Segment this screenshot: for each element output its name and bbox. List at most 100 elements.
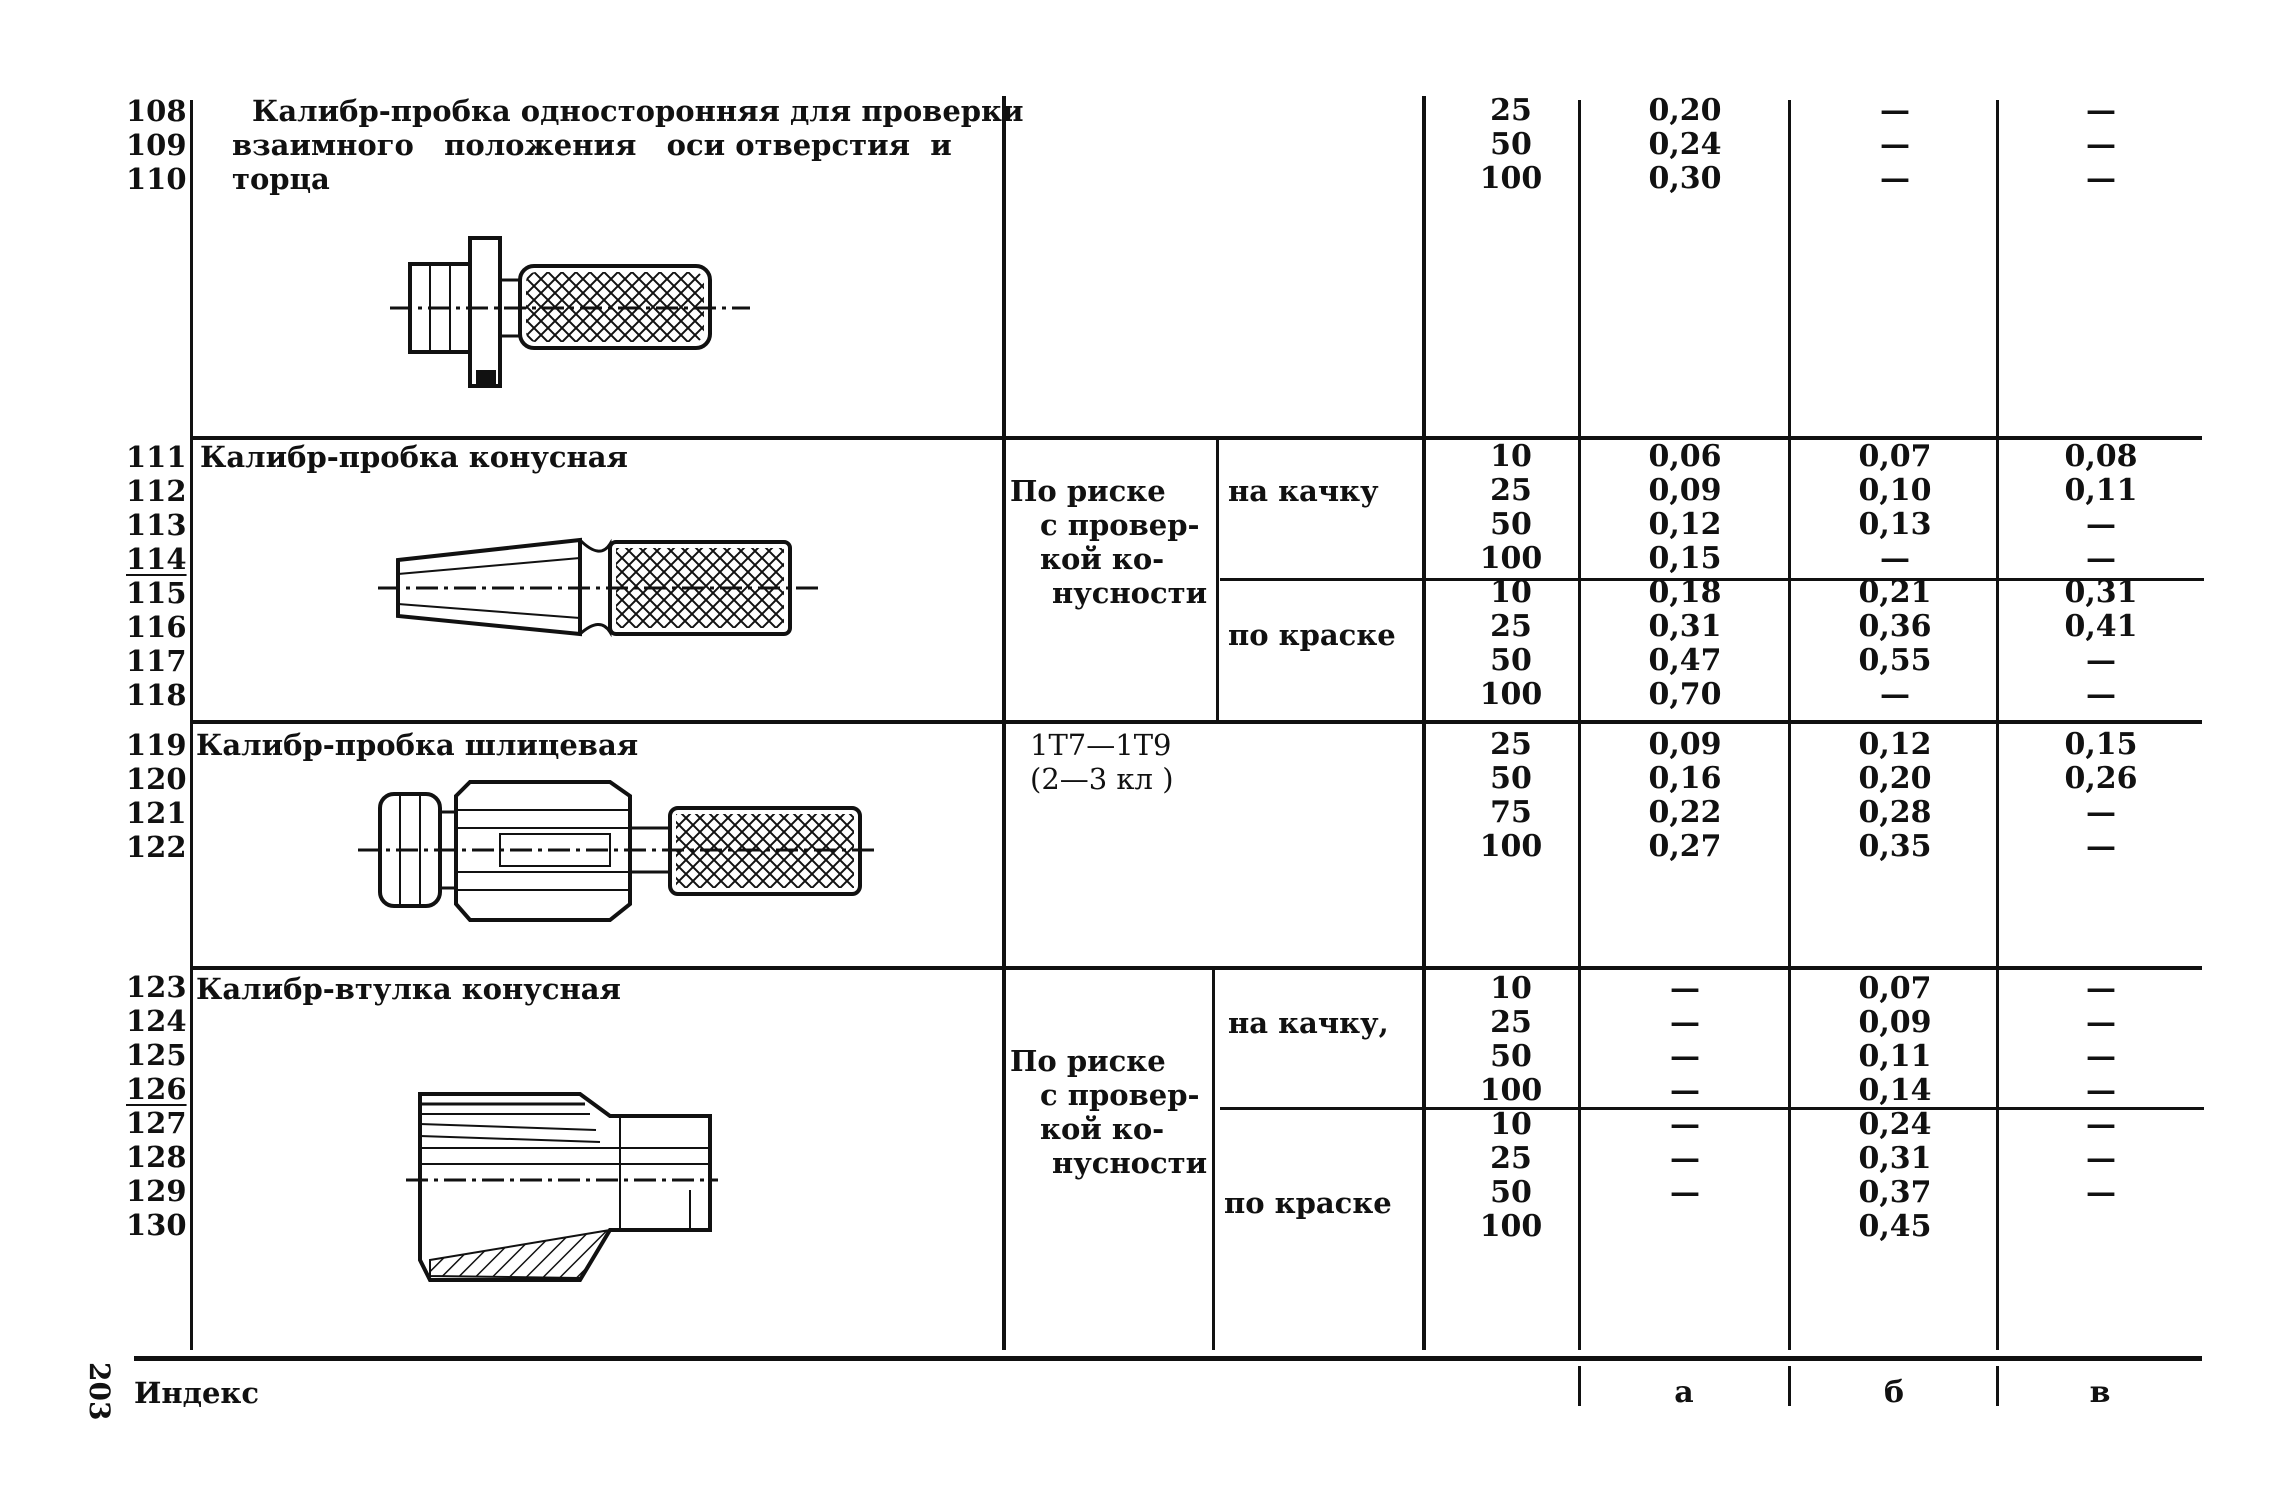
b-cell: 0,14 <box>1858 1073 1932 1108</box>
index-cell: 117 <box>126 644 187 678</box>
num-cell: 10 <box>1490 575 1532 610</box>
v-cell: — <box>2086 829 2116 864</box>
a-border <box>1578 100 1581 1350</box>
row-2-col-a: 0,06 0,09 0,12 0,15 0,18 0,31 0,47 0,70 <box>1620 440 1750 712</box>
a-cell: 0,16 <box>1648 761 1722 796</box>
b-cell: 0,28 <box>1858 795 1932 830</box>
a-cell: — <box>1670 1141 1700 1176</box>
v-cell: — <box>2086 161 2116 196</box>
row-1-col-b: — — — <box>1830 94 1960 196</box>
row-2-sub: на качку <box>1228 474 1379 508</box>
row-separator-3 <box>190 720 2202 724</box>
row-4-indices: 119 120 121 122 <box>126 728 187 864</box>
b-cell: 0,37 <box>1858 1175 1932 1210</box>
num-cell: 100 <box>1479 829 1543 864</box>
row-separator-2 <box>190 436 2202 440</box>
row-1-nums: 25 50 100 <box>1446 94 1576 196</box>
plug-gauge-one-sided-drawing <box>390 236 750 388</box>
index-cell: 114 <box>126 542 187 576</box>
footer-separator <box>134 1356 2202 1361</box>
row-1-indices: 108 109 110 <box>126 94 187 196</box>
index-cell: 121 <box>126 796 187 830</box>
index-cell: 119 <box>126 728 187 762</box>
footer-tick-b <box>1788 1366 1791 1406</box>
index-cell: 124 <box>126 1004 187 1038</box>
a-cell: — <box>1670 1005 1700 1040</box>
v-cell: — <box>2086 1141 2116 1176</box>
row-5-col-v: — — — — — — — <box>2036 972 2166 1244</box>
spline-plug-gauge-drawing <box>358 780 880 922</box>
v-cell: 0,31 <box>2064 575 2138 610</box>
row-4-col-a: 0,09 0,16 0,22 0,27 <box>1620 728 1750 864</box>
num-cell: 50 <box>1490 1175 1532 1210</box>
num-cell: 100 <box>1479 541 1543 576</box>
sub-separator-4 <box>1220 1107 2204 1110</box>
row-separator-4 <box>190 966 2202 970</box>
row-1-title-line-2: взаимного положения оси отверстия и <box>232 128 952 162</box>
row-1-title-line-1: Калибр-пробка односторонняя для проверки <box>252 94 1024 128</box>
footer-tick-a <box>1578 1366 1581 1406</box>
row-4-col-v: 0,15 0,26 — — <box>2036 728 2166 864</box>
footer-col-b: б <box>1883 1375 1904 1410</box>
row-4-method-line-1: 1Т7—1Т9 <box>1030 728 1172 762</box>
b-cell: 0,07 <box>1858 971 1932 1006</box>
row-5-method-line-3: кой ко- <box>1040 1112 1165 1146</box>
index-cell: 109 <box>126 128 187 162</box>
a-cell: 0,09 <box>1648 727 1722 762</box>
a-cell: — <box>1670 971 1700 1006</box>
index-cell: 118 <box>126 678 187 712</box>
num-cell: 50 <box>1490 1039 1532 1074</box>
row-4-nums: 25 50 75 100 <box>1446 728 1576 864</box>
b-cell: 0,24 <box>1858 1107 1932 1142</box>
a-cell: 0,12 <box>1648 507 1722 542</box>
page-number: 203 <box>83 1362 116 1421</box>
a-cell: 0,31 <box>1648 609 1722 644</box>
num-cell: 25 <box>1490 727 1532 762</box>
b-cell: 0,21 <box>1858 575 1932 610</box>
a-cell: 0,20 <box>1648 93 1722 128</box>
a-cell: 0,27 <box>1648 829 1722 864</box>
index-cell: 127 <box>126 1106 187 1140</box>
row-5-method-line-4: нусности <box>1052 1146 1208 1180</box>
num-cell: 10 <box>1490 971 1532 1006</box>
a-cell: 0,15 <box>1648 541 1722 576</box>
index-cell: 108 <box>126 94 187 128</box>
index-cell: 112 <box>126 474 187 508</box>
num-cell: 25 <box>1490 1141 1532 1176</box>
row-5-method-line-1: По риске <box>1010 1044 1166 1078</box>
b-border <box>1788 100 1791 1350</box>
b-cell: — <box>1880 677 1910 712</box>
v-cell: — <box>2086 507 2116 542</box>
footer-col-v: в <box>2089 1375 2111 1410</box>
row-3-sub: по краске <box>1228 618 1396 652</box>
v-cell: — <box>2086 93 2116 128</box>
index-cell: 126 <box>126 1072 187 1106</box>
row-4-title: Калибр-пробка шлицевая <box>196 728 639 762</box>
sub-border-1 <box>1216 440 1219 720</box>
a-cell: 0,30 <box>1648 161 1722 196</box>
index-cell: 110 <box>126 162 187 196</box>
num-cell: 100 <box>1479 677 1543 712</box>
a-cell: 0,18 <box>1648 575 1722 610</box>
v-border <box>1996 100 1999 1350</box>
row-5-nums: 10 25 50 100 10 25 50 100 <box>1446 972 1576 1244</box>
conical-ring-gauge-drawing <box>406 1092 718 1282</box>
b-cell: 0,10 <box>1858 473 1932 508</box>
conical-plug-gauge-drawing <box>378 537 822 638</box>
row-5-indices: 123 124 125 126 127 128 129 130 <box>126 970 187 1242</box>
num-cell: 10 <box>1490 1107 1532 1142</box>
nums-border <box>1422 96 1426 1350</box>
index-cell: 115 <box>126 576 187 610</box>
index-cell: 113 <box>126 508 187 542</box>
row-5-title: Калибр-втулка конусная <box>196 972 621 1006</box>
b-cell: 0,31 <box>1858 1141 1932 1176</box>
row-5-col-b: 0,07 0,09 0,11 0,14 0,24 0,31 0,37 0,45 <box>1830 972 1960 1244</box>
b-cell: 0,07 <box>1858 439 1932 474</box>
b-cell: — <box>1880 541 1910 576</box>
b-cell: 0,09 <box>1858 1005 1932 1040</box>
a-cell <box>1620 1210 1750 1244</box>
num-cell: 10 <box>1490 439 1532 474</box>
b-cell: 0,35 <box>1858 829 1932 864</box>
footer-tick-v <box>1996 1366 1999 1406</box>
row-6-sub: по краске <box>1224 1186 1392 1220</box>
